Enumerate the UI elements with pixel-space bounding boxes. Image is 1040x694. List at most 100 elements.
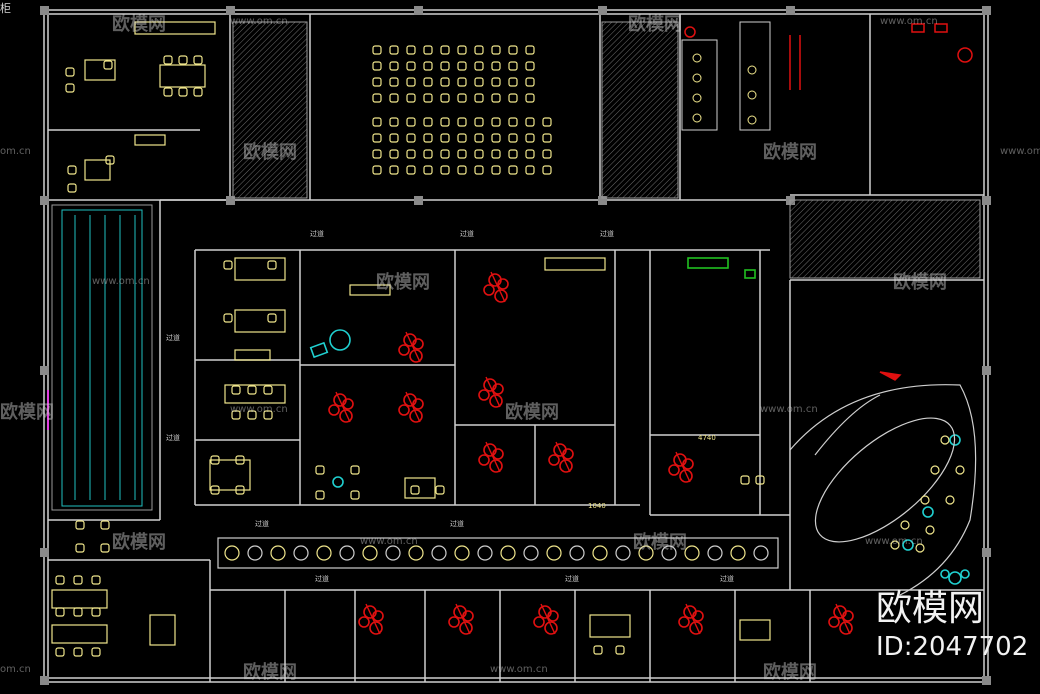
- watermark-url: www.om.cn: [880, 16, 938, 27]
- auditorium-seat: [372, 45, 382, 55]
- auditorium-seat: [389, 117, 399, 127]
- office-chair: [193, 55, 203, 65]
- office-chair: [75, 520, 85, 530]
- label-corridor-8: 过道: [315, 574, 329, 583]
- bench-seat: [362, 545, 378, 561]
- auditorium-seat: [423, 93, 433, 103]
- office-chair: [350, 465, 360, 475]
- auditorium-seat: [542, 165, 552, 175]
- auditorium-seat: [440, 149, 450, 159]
- auditorium-seat: [474, 117, 484, 127]
- auditorium-seat: [406, 45, 416, 55]
- watermark: 欧模网: [112, 14, 166, 35]
- auditorium-seat: [406, 165, 416, 175]
- bench-seat: [408, 545, 424, 561]
- watermark-url: om.cn: [0, 146, 31, 157]
- office-chair: [615, 645, 625, 655]
- bench-seat: [454, 545, 470, 561]
- auditorium-seat: [542, 149, 552, 159]
- auditorium-seat: [525, 61, 535, 71]
- office-chair: [73, 607, 83, 617]
- watermark: 欧模网: [243, 142, 297, 163]
- auditorium-seat: [440, 61, 450, 71]
- watermark-url: www.om.cn: [360, 536, 418, 547]
- auditorium-seat: [474, 149, 484, 159]
- bench-seat: [753, 545, 769, 561]
- auditorium-seat: [491, 117, 501, 127]
- auditorium-seat: [491, 149, 501, 159]
- red-equipment-set: [483, 271, 509, 303]
- bench-seat: [316, 545, 332, 561]
- office-chair: [435, 485, 445, 495]
- office-chair: [178, 87, 188, 97]
- auditorium-seat: [491, 165, 501, 175]
- brand-logo-text: 欧模网: [876, 588, 985, 629]
- auditorium-seat: [372, 93, 382, 103]
- auditorium-seat: [457, 45, 467, 55]
- watermark-url: www.om.cn: [865, 536, 923, 547]
- auditorium-seat: [389, 149, 399, 159]
- restroom-stalls: [681, 21, 771, 131]
- bench-seat: [270, 545, 286, 561]
- lounge-curve: [789, 384, 977, 596]
- red-equipment-set: [548, 441, 574, 473]
- auditorium-seat: [440, 93, 450, 103]
- office-chair: [163, 55, 173, 65]
- auditorium-seat: [457, 149, 467, 159]
- escalator: [61, 209, 143, 507]
- bench-seat: [293, 545, 309, 561]
- auditorium-seat: [491, 61, 501, 71]
- auditorium-seat: [457, 117, 467, 127]
- label-corridor-5: 过道: [166, 433, 180, 442]
- auditorium-seat: [525, 133, 535, 143]
- red-markers: [684, 23, 973, 381]
- label-corridor-2: 过道: [460, 229, 474, 238]
- label-corridor-6: 过道: [255, 519, 269, 528]
- red-equipment-set: [328, 391, 354, 423]
- auditorium-seat: [491, 93, 501, 103]
- bench-seat: [615, 545, 631, 561]
- red-equipment-set: [828, 603, 854, 635]
- bench-seat: [569, 545, 585, 561]
- auditorium-seat: [508, 165, 518, 175]
- red-equipment-set: [478, 376, 504, 408]
- red-equipment: [328, 271, 854, 635]
- red-equipment-set: [398, 391, 424, 423]
- corridor-bench: [217, 537, 779, 569]
- office-chair: [247, 385, 257, 395]
- office-chair: [67, 165, 77, 175]
- auditorium-seat: [525, 165, 535, 175]
- office-chair: [75, 543, 85, 553]
- red-equipment-set: [533, 603, 559, 635]
- watermark-url: www.om.cn: [760, 404, 818, 415]
- auditorium-seat: [491, 77, 501, 87]
- auditorium-seat: [440, 77, 450, 87]
- red-equipment-set: [668, 451, 694, 483]
- auditorium-seat: [406, 93, 416, 103]
- auditorium-seat: [457, 133, 467, 143]
- auditorium-seat: [474, 61, 484, 71]
- bench-seat: [477, 545, 493, 561]
- label-corridor-9: 过道: [565, 574, 579, 583]
- label-corridor-1: 过道: [310, 229, 324, 238]
- office-chair: [65, 83, 75, 93]
- auditorium-seat: [474, 45, 484, 55]
- office-chair: [178, 55, 188, 65]
- watermark: 欧模网: [763, 662, 817, 683]
- office-furniture: [51, 21, 771, 646]
- office-chair: [100, 543, 110, 553]
- bench-seat: [638, 545, 654, 561]
- auditorium-seat: [525, 117, 535, 127]
- auditorium-seat: [525, 93, 535, 103]
- label-corridor-3: 过道: [600, 229, 614, 238]
- office-chair: [55, 607, 65, 617]
- auditorium-seat: [372, 77, 382, 87]
- label-corridor-7: 过道: [450, 519, 464, 528]
- bench-seat: [339, 545, 355, 561]
- corner-label: 柜: [0, 2, 11, 15]
- office-chair: [67, 183, 77, 193]
- auditorium-seat: [440, 165, 450, 175]
- bench-seat: [385, 545, 401, 561]
- bench-seat: [661, 545, 677, 561]
- auditorium-seat: [508, 45, 518, 55]
